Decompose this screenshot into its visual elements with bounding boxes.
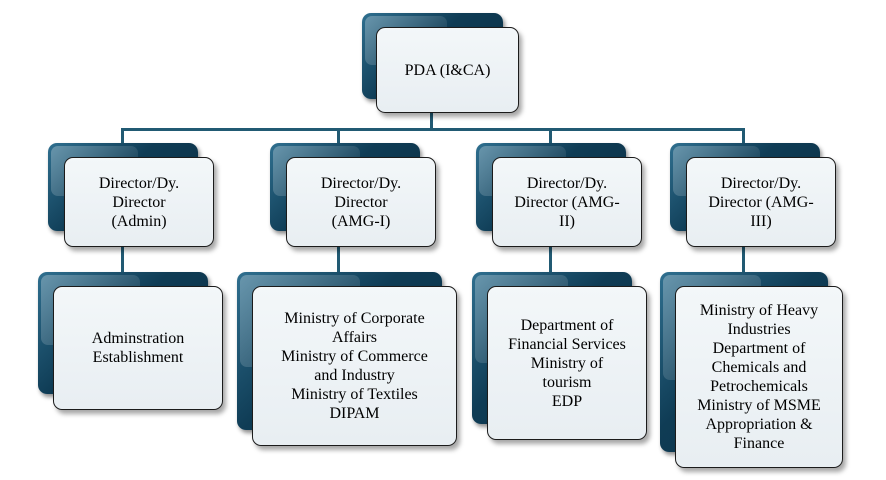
connector-to-director-amg3	[742, 128, 745, 156]
director-admin-label: Director/Dy. Director (Admin)	[98, 174, 180, 230]
connector-amg3-to-portfolio	[742, 246, 745, 272]
connector-to-director-amg1	[337, 128, 340, 156]
portfolio-amg2-text: Department of Financial Services Ministr…	[508, 316, 626, 410]
connector-admin-to-portfolio	[121, 246, 124, 272]
director-amg3-label: Director/Dy. Director (AMG- III)	[708, 174, 814, 230]
portfolio-amg3-text: Ministry of Heavy Industries Department …	[697, 302, 821, 452]
connector-to-director-admin	[121, 128, 124, 156]
root-label: PDA (I&CA)	[404, 61, 491, 79]
connector-amg2-to-portfolio	[549, 246, 552, 272]
connector-horizontal-bus	[121, 128, 745, 131]
connector-to-director-amg2	[549, 128, 552, 156]
connector-amg1-to-portfolio	[337, 246, 340, 272]
portfolio-amg1-text: Ministry of Corporate Affairs Ministry o…	[281, 310, 428, 422]
portfolio-admin-text: Adminstration Establishment	[91, 330, 185, 366]
director-amg2-label: Director/Dy. Director (AMG- II)	[514, 174, 620, 230]
connector-root-down	[430, 112, 433, 130]
director-amg1-label: Director/Dy. Director (AMG-I)	[320, 174, 402, 230]
